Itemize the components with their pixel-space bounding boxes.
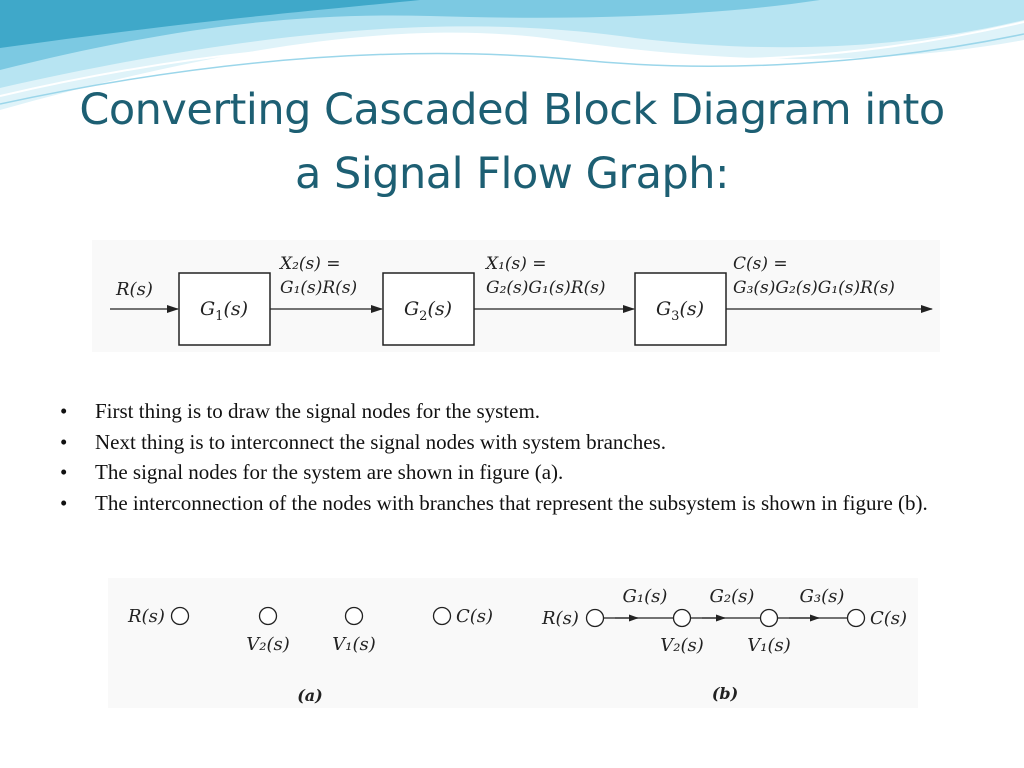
fig-a-node-r (170, 606, 190, 626)
fig-b-caption: (b) (712, 684, 738, 703)
bullet-dot: • (60, 429, 68, 454)
header-wave-decoration (0, 0, 1024, 110)
block-g1 (178, 272, 271, 346)
slide-title-line-1: Converting Cascaded Block Diagram into (79, 85, 945, 135)
bullet-dot: • (60, 399, 68, 423)
bullet-dot: • (60, 490, 68, 515)
fig-a-caption: (a) (297, 686, 323, 705)
bullet-text: The interconnection of the nodes with br… (95, 490, 928, 515)
c-signal-label-bottom: G₃(s)G₂(s)G₁(s)R(s) (733, 278, 895, 298)
bullet-item: • First thing is to draw the signal nodes… (60, 396, 960, 427)
fig-b-label-r: R(s) (541, 608, 579, 629)
fig-a-label-r: R(s) (127, 606, 165, 627)
fig-b-label-v2: V₂(s) (660, 635, 704, 656)
bullet-dot: • (60, 460, 68, 484)
bullet-item: • Next thing is to interconnect the signa… (60, 427, 960, 458)
slide-title-line-2: a Signal Flow Graph: (295, 149, 729, 199)
block-diagram: R(s) G1(s) G2(s) G3(s) X₂(s) = G₁(s)R(s)… (110, 254, 933, 346)
fig-b-label-g1: G₁(s) (623, 586, 668, 607)
x1-signal-label-bottom: G₂(s)G₁(s)R(s) (486, 278, 606, 298)
signal-flow-graph-panel: R(s) V₂(s) V₁(s) C(s) (a) R(s) V₂(s) V₁(… (108, 578, 918, 708)
fig-a-node-v2 (258, 606, 278, 626)
fig-b-label-c: C(s) (870, 608, 907, 629)
fig-b-label-g2: G₂(s) (710, 586, 755, 607)
x2-signal-label-top: X₂(s) = (278, 254, 341, 274)
block-g3-label: G3(s) (656, 298, 704, 324)
fig-b-node-v2 (672, 608, 692, 628)
fig-a-node-c (432, 606, 452, 626)
block-g2-label: G2(s) (404, 298, 452, 324)
fig-a-label-v2: V₂(s) (246, 634, 290, 655)
slide-title: Converting Cascaded Block Diagram into a… (0, 78, 1024, 206)
fig-a-label-c: C(s) (456, 606, 493, 627)
bullet-item: • The signal nodes for the system are sho… (60, 457, 960, 488)
fig-a-label-v1: V₁(s) (332, 634, 376, 655)
signal-flow-graph-figures: R(s) V₂(s) V₁(s) C(s) (a) R(s) V₂(s) V₁(… (127, 586, 907, 705)
bullet-item: • The interconnection of the nodes with … (60, 488, 960, 519)
fig-a-node-v1 (344, 606, 364, 626)
block-g1-label: G1(s) (200, 298, 248, 324)
bullet-list: • First thing is to draw the signal nodes… (60, 396, 960, 518)
fig-b-node-r (585, 608, 605, 628)
bullet-text: First thing is to draw the signal nodes … (95, 399, 541, 423)
c-signal-label-top: C(s) = (733, 254, 788, 274)
block-g2 (382, 272, 475, 346)
fig-b-node-v1 (759, 608, 779, 628)
bullet-text: Next thing is to interconnect the signal… (95, 429, 666, 454)
block-g3 (634, 272, 727, 346)
fig-b-label-g3: G₃(s) (800, 586, 845, 607)
input-label: R(s) (115, 279, 153, 300)
x2-signal-label-bottom: G₁(s)R(s) (280, 278, 357, 298)
fig-b-label-v1: V₁(s) (747, 635, 791, 656)
x1-signal-label-top: X₁(s) = (484, 254, 547, 274)
bullet-text: The signal nodes for the system are show… (95, 460, 564, 484)
fig-b-node-c (846, 608, 866, 628)
block-diagram-panel: R(s) G1(s) G2(s) G3(s) X₂(s) = G₁(s)R(s)… (92, 240, 940, 352)
